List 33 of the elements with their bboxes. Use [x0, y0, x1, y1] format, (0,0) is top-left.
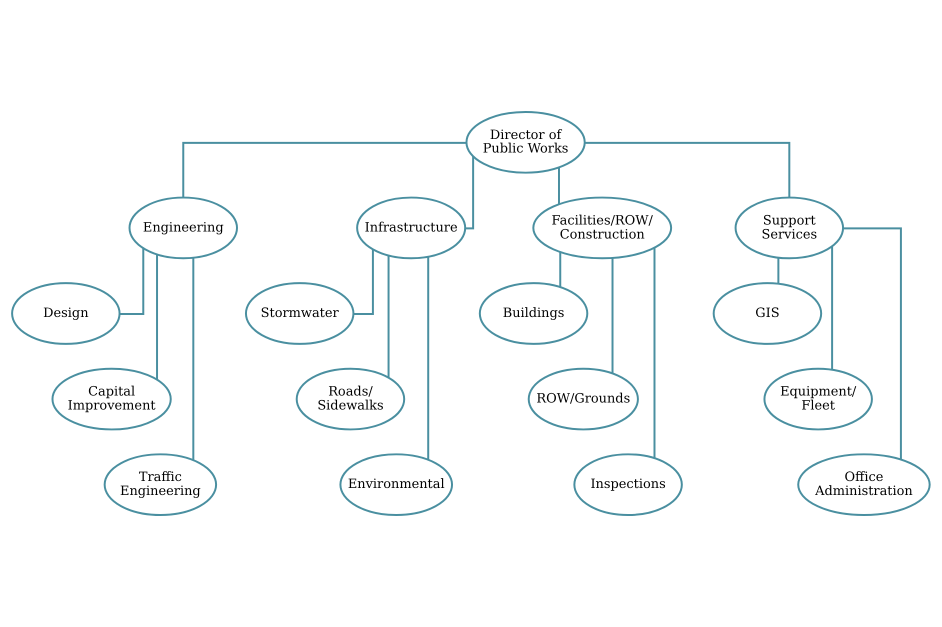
- node-ellipse: Roads/ Sidewalks: [296, 368, 406, 430]
- connector: [192, 258, 194, 460]
- connector: [427, 256, 430, 460]
- connector: [654, 248, 656, 458]
- node-ellipse: Support Services: [734, 196, 844, 260]
- connector: [831, 246, 834, 370]
- node-ellipse: Engineering: [128, 196, 238, 260]
- connector: [777, 258, 780, 284]
- node-ellipse: ROW/Grounds: [528, 368, 639, 430]
- connector: [559, 252, 562, 288]
- connector: [558, 168, 560, 204]
- node-ellipse: Environmental: [339, 453, 454, 516]
- connector: [612, 258, 614, 374]
- connector: [120, 248, 144, 315]
- connector: [156, 254, 158, 380]
- node-ellipse: Inspections: [573, 453, 683, 516]
- node-ellipse: Capital Improvement: [51, 368, 172, 430]
- node-ellipse: Office Administration: [797, 453, 931, 516]
- node-ellipse: Design: [11, 282, 121, 345]
- node-ellipse: Traffic Engineering: [104, 453, 218, 516]
- connector: [843, 227, 902, 460]
- node-ellipse: Facilities/ROW/ Construction: [532, 196, 672, 260]
- node-ellipse: Director of Public Works: [465, 110, 586, 174]
- connector: [584, 142, 790, 198]
- node-ellipse: Equipment/ Fleet: [763, 368, 873, 430]
- connector: [354, 250, 374, 315]
- connector: [388, 256, 390, 378]
- node-ellipse: Stormwater: [244, 282, 354, 345]
- node-ellipse: Buildings: [478, 282, 588, 345]
- node-ellipse: GIS: [712, 282, 822, 345]
- connector: [182, 142, 466, 198]
- node-ellipse: Infrastructure: [356, 196, 466, 260]
- connector: [465, 156, 474, 230]
